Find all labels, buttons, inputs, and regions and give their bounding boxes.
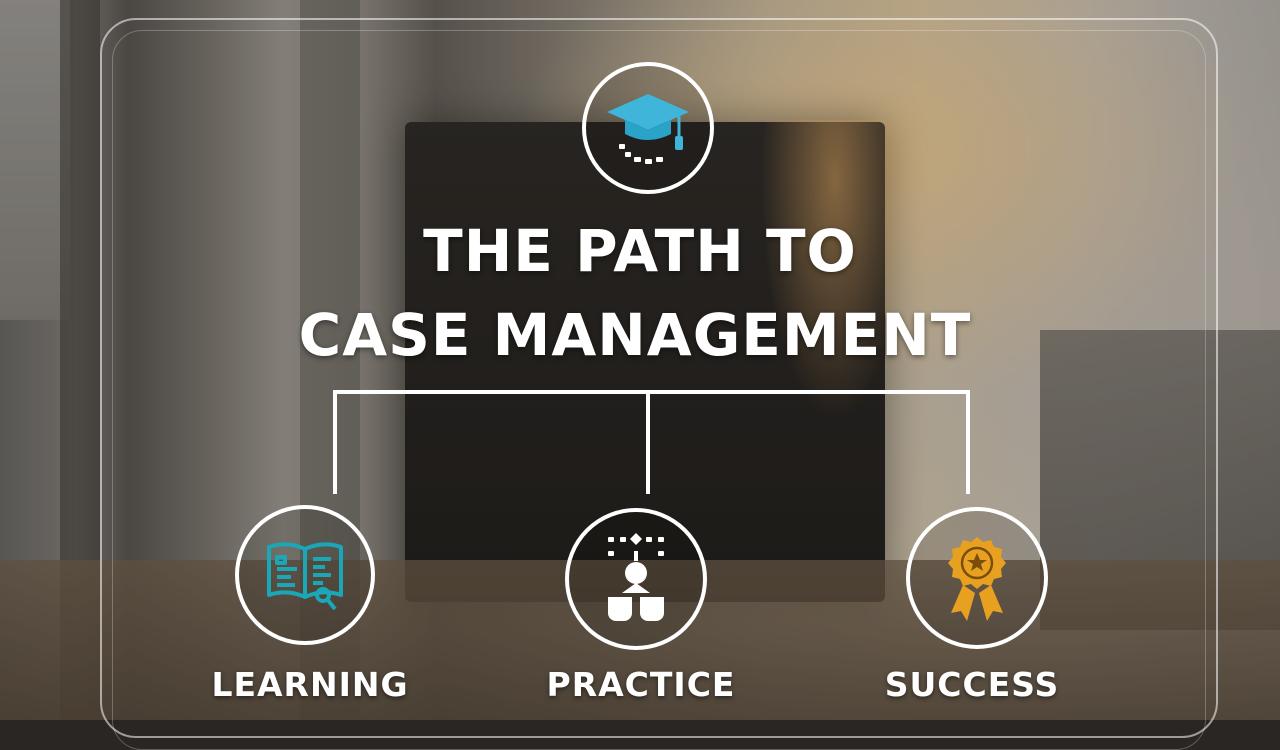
- learning-label: LEARNING: [211, 665, 409, 704]
- background-light-glow: [760, 120, 910, 420]
- learning-node-circle: [235, 505, 375, 645]
- success-node-circle: [906, 507, 1048, 649]
- success-label: SUCCESS: [884, 665, 1060, 704]
- flowchart-icon: [608, 533, 664, 621]
- graduation-cap-icon: [607, 94, 689, 164]
- background-window: [0, 0, 70, 320]
- book-icon: [267, 542, 343, 611]
- practice-node-circle: [565, 508, 707, 650]
- title-line-2: CASE MANAGEMENT: [298, 301, 972, 369]
- practice-label: PRACTICE: [546, 665, 736, 704]
- award-medal-icon: [948, 537, 1006, 621]
- connector-lines: [333, 390, 970, 494]
- title-line-1: THE PATH TO: [423, 217, 857, 285]
- top-node-circle: [582, 62, 714, 194]
